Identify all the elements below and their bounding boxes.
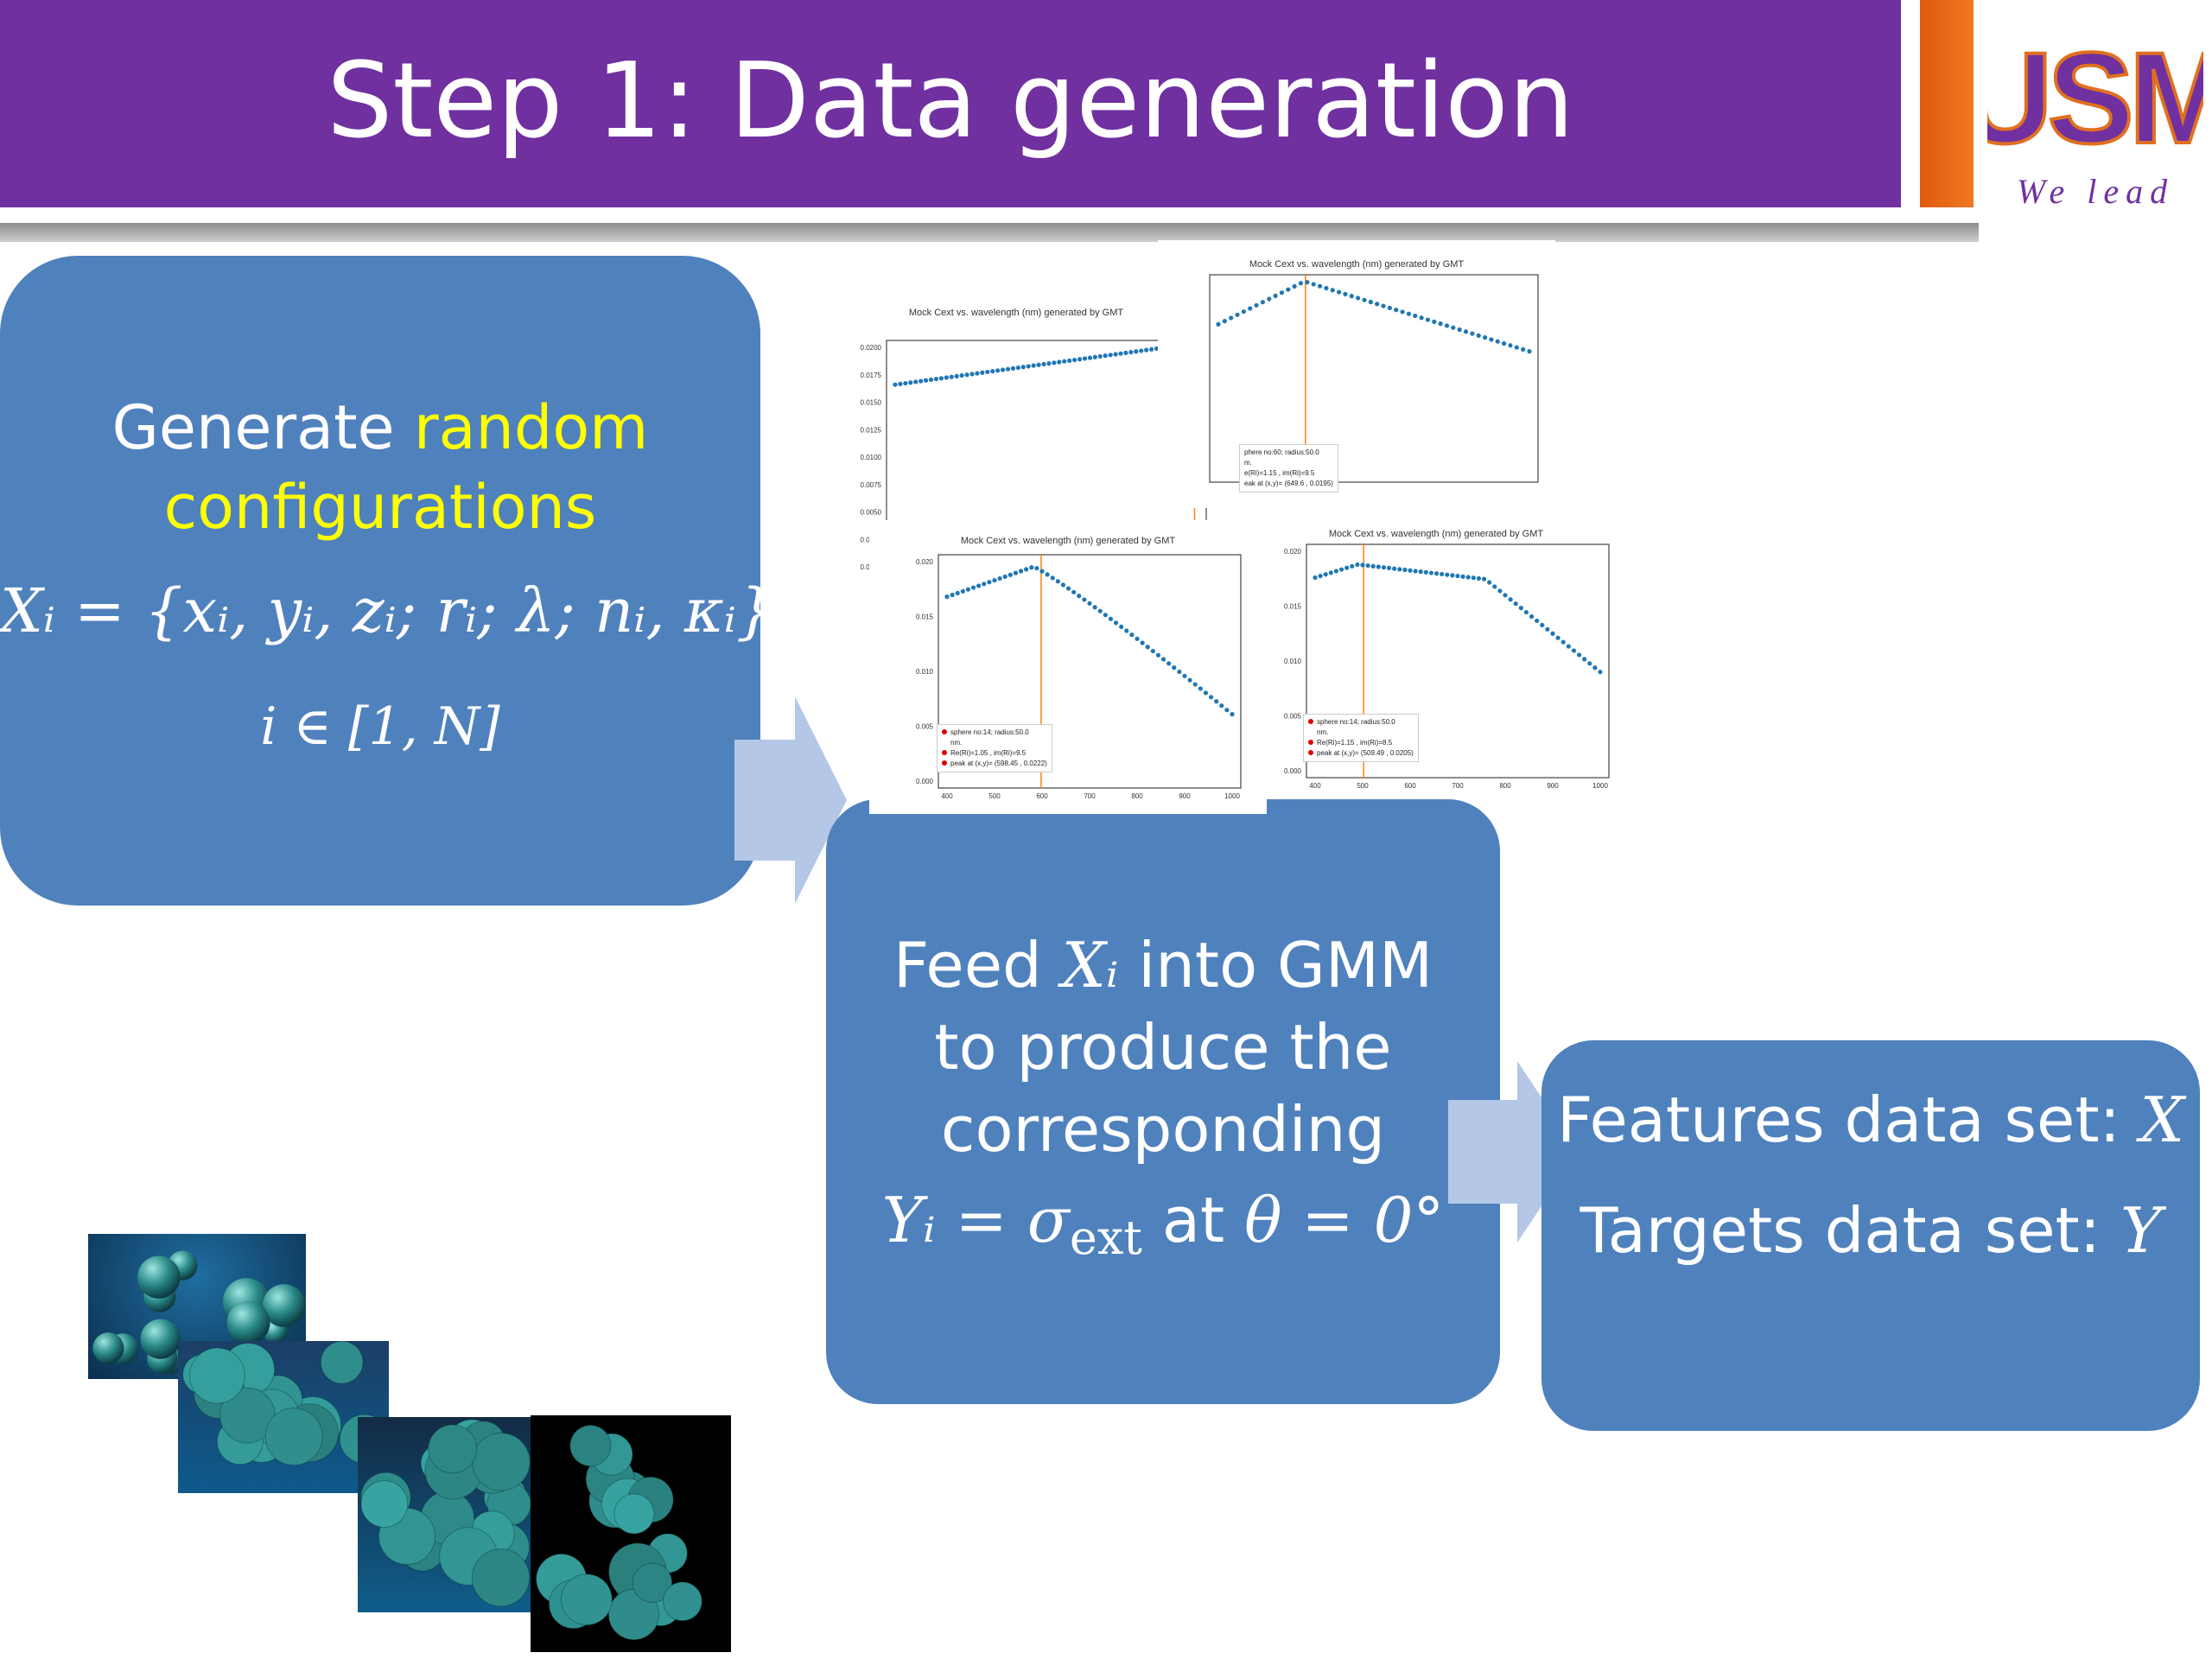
sphere-cluster-render [531, 1415, 731, 1652]
svg-text:500: 500 [1357, 782, 1369, 790]
svg-text:0.015: 0.015 [1284, 603, 1302, 611]
svg-text:0.0200: 0.0200 [861, 344, 882, 352]
svg-text:700: 700 [1084, 792, 1096, 800]
svg-text:1000: 1000 [1224, 792, 1240, 800]
target-formula: Yᵢ = σext at θ = 0° [881, 1184, 1445, 1265]
logo-accent-bar [1920, 0, 1974, 207]
svg-text:0.020: 0.020 [1284, 548, 1302, 556]
svg-text:0.005: 0.005 [916, 723, 934, 731]
generate-configurations-box: Generate random configurations Xᵢ = {xᵢ,… [0, 256, 794, 906]
index-range: i ∈ [1, N] [260, 696, 500, 757]
slide-title: Step 1: Data generation [327, 41, 1574, 162]
svg-text:0.0150: 0.0150 [861, 399, 882, 407]
features-variable: X [2139, 1084, 2184, 1156]
targets-label: Targets data set: [1580, 1194, 2120, 1267]
datasets-box: Features data set: X Targets data set: Y [1541, 1040, 2200, 1431]
svg-text:900: 900 [1179, 792, 1191, 800]
header-divider [0, 223, 1979, 242]
svg-text:800: 800 [1131, 792, 1143, 800]
feed-variable: Xᵢ [1061, 929, 1119, 1001]
feed-line-3: corresponding [940, 1093, 1386, 1166]
configurations-highlight: configurations [163, 472, 597, 543]
svg-text:0.0050: 0.0050 [861, 509, 882, 517]
svg-text:500: 500 [988, 792, 1001, 800]
sphere-cluster-render [178, 1341, 389, 1493]
generate-text: Generate [111, 392, 414, 463]
svg-text:0.0125: 0.0125 [861, 426, 882, 434]
svg-text:900: 900 [1547, 782, 1559, 790]
sphere-cluster-render [88, 1234, 306, 1379]
svg-text:800: 800 [1499, 782, 1511, 790]
random-highlight: random [413, 392, 649, 463]
svg-text:0.020: 0.020 [916, 558, 934, 566]
spectrum-plot-thumbnail: Mock Cext vs. wavelength (nm) generated … [1158, 240, 1555, 508]
svg-text:0.0075: 0.0075 [861, 481, 882, 489]
svg-text:700: 700 [1452, 782, 1464, 790]
feed-line-2: to produce the [934, 1011, 1392, 1084]
usm-logo: USM [1987, 26, 2203, 172]
svg-text:400: 400 [1309, 782, 1321, 790]
svg-text:400: 400 [941, 792, 953, 800]
into-gmm-text: into GMM [1118, 929, 1433, 1001]
sphere-cluster-render [358, 1417, 536, 1612]
svg-text:0.000: 0.000 [916, 778, 934, 785]
svg-text:0.010: 0.010 [1284, 658, 1302, 665]
svg-text:0.0175: 0.0175 [861, 372, 882, 379]
logo-tagline: We lead [2016, 172, 2175, 211]
svg-text:1000: 1000 [1592, 782, 1608, 790]
targets-variable: Y [2120, 1194, 2162, 1267]
svg-text:0.0100: 0.0100 [861, 454, 882, 461]
feed-gmm-box: Feed Xᵢ into GMM to produce the correspo… [826, 799, 1500, 1404]
svg-text:0.010: 0.010 [916, 668, 934, 676]
svg-text:600: 600 [1036, 792, 1048, 800]
svg-text:0.000: 0.000 [1284, 767, 1302, 775]
logo-letters: USM [1987, 26, 2203, 170]
features-label: Features data set: [1557, 1084, 2140, 1156]
title-bar: Step 1: Data generation [0, 0, 1901, 207]
svg-text:0.005: 0.005 [1284, 713, 1302, 721]
spectrum-plot-thumbnail: Mock Cext vs. wavelength (nm) generated … [1255, 513, 1618, 798]
svg-text:0.015: 0.015 [916, 613, 934, 621]
arrow-right-icon [734, 696, 847, 904]
config-formula: Xᵢ = {xᵢ, yᵢ, zᵢ; rᵢ; λ; nᵢ, κᵢ}, [0, 575, 794, 646]
spectrum-plot-thumbnail: Mock Cext vs. wavelength (nm) generated … [869, 520, 1267, 814]
svg-text:600: 600 [1404, 782, 1416, 790]
feed-text: Feed [893, 929, 1062, 1001]
